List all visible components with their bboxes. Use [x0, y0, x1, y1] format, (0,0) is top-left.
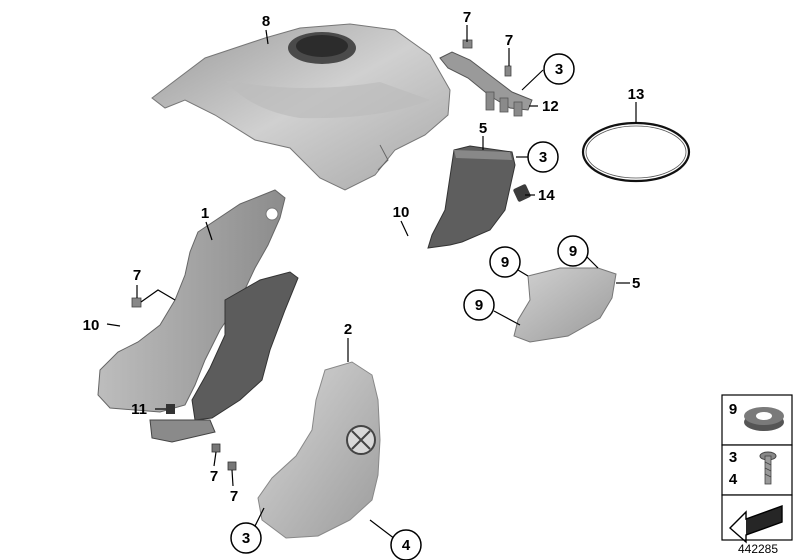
callout-circle [463, 289, 495, 321]
o-ring-part [581, 121, 691, 183]
callout-11: 11 [131, 401, 147, 418]
reference-number: 442285 [738, 542, 778, 556]
callout-9: 9 [501, 254, 509, 271]
lower-cover-part [257, 361, 381, 539]
callout-9: 9 [569, 243, 577, 260]
grommet-icon [744, 407, 784, 431]
fastener-legend: 9 3 4 [721, 394, 793, 544]
callout-9: 9 [475, 297, 483, 314]
callout-circle [557, 235, 589, 267]
callout-circle [527, 141, 559, 173]
pad-part [513, 267, 617, 343]
callout-10: 10 [83, 317, 100, 334]
callout-circle [489, 246, 521, 278]
callout-12: 12 [542, 98, 559, 115]
callout-8: 8 [262, 13, 270, 30]
legend-label-3: 3 [729, 449, 737, 466]
legend-label-9: 9 [729, 401, 737, 418]
callout-7: 7 [230, 488, 238, 505]
side-panel-part [427, 145, 531, 249]
callout-3: 3 [242, 530, 250, 547]
callout-10: 10 [393, 204, 410, 221]
callout-1: 1 [201, 205, 209, 222]
callout-13: 13 [628, 86, 645, 103]
screw-icon [759, 451, 777, 485]
callout-3: 3 [539, 149, 547, 166]
callout-labels: 8 7 7 3 12 13 5 3 14 10 1 9 9 5 9 7 10 2… [83, 9, 645, 560]
callout-5: 5 [479, 120, 487, 137]
callout-circle [230, 522, 262, 554]
arrow-icon [728, 505, 783, 544]
legend-label-4: 4 [729, 471, 738, 488]
bracket-part [439, 39, 533, 117]
callout-circle [543, 53, 575, 85]
callout-7: 7 [133, 267, 141, 284]
callout-4: 4 [402, 537, 411, 554]
left-panel-part [97, 189, 299, 471]
callout-7: 7 [210, 468, 218, 485]
callout-circle [390, 529, 422, 560]
callout-7: 7 [505, 32, 513, 49]
leader-lines [106, 25, 637, 540]
callout-7: 7 [463, 9, 471, 26]
callout-3: 3 [555, 61, 563, 78]
callout-14: 14 [538, 187, 555, 204]
callout-2: 2 [344, 321, 352, 338]
callout-5: 5 [632, 275, 640, 292]
tank-cover-part [151, 23, 451, 191]
